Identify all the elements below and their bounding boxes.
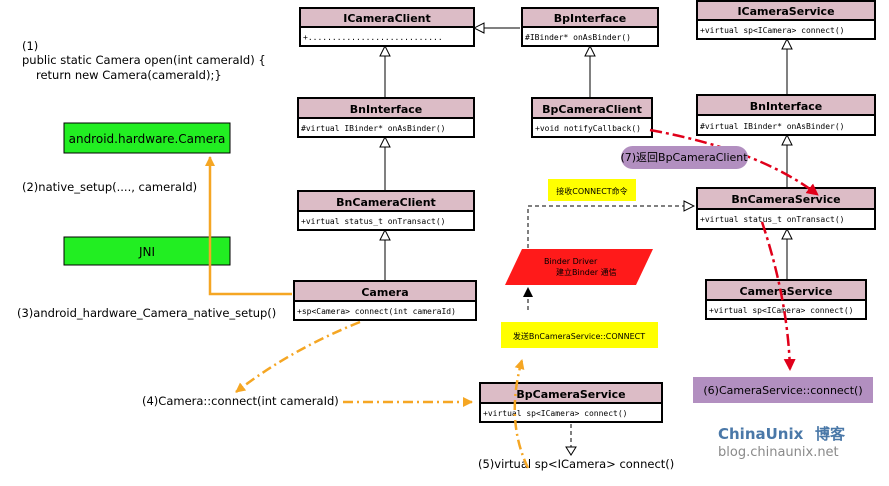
send-connect-note: 发送BnCameraService::CONNECT <box>501 322 658 348</box>
android-hardware-camera-box: android.hardware.Camera <box>63 122 231 154</box>
step1-code-line1: public static Camera open(int cameraId) … <box>22 53 266 67</box>
step6-label: (6)CameraService::connect() <box>703 384 862 397</box>
class-bn-interface-right: BnInterface #virtual IBinder* onAsBinder… <box>696 94 876 136</box>
class-title: BpCameraService <box>516 388 625 401</box>
send-connect-label: 发送BnCameraService::CONNECT <box>513 331 645 341</box>
class-bn-camera-client: BnCameraClient +virtual status_t onTrans… <box>297 190 475 231</box>
class-title: ICameraClient <box>343 12 431 25</box>
class-title: BpInterface <box>554 12 627 25</box>
class-method: +............................ <box>303 33 443 42</box>
recv-connect-note: 接收CONNECT命令 <box>548 179 636 201</box>
step7-note: (7)返回BpCameraClient <box>620 146 748 169</box>
orange-flow <box>205 156 530 469</box>
class-title: CameraService <box>740 285 833 298</box>
step1-number: (1) <box>22 39 38 53</box>
step5-label: (5)virtual sp<ICamera> connect() <box>478 457 674 471</box>
class-method: +virtual status_t onTransact() <box>301 217 446 226</box>
step2-label: (2)native_setup(...., cameraId) <box>22 180 197 194</box>
inheritance-connectors <box>385 28 787 281</box>
class-method: #virtual IBinder* onAsBinder() <box>700 122 845 131</box>
class-title: BnCameraClient <box>336 196 436 209</box>
class-bp-camera-client: BpCameraClient +void notifyCallback() <box>531 97 653 138</box>
recv-connect-label: 接收CONNECT命令 <box>556 186 627 196</box>
class-method: #virtual IBinder* onAsBinder() <box>301 124 446 133</box>
class-method: +void notifyCallback() <box>535 124 641 133</box>
class-title: BnInterface <box>750 100 822 113</box>
class-title: BpCameraClient <box>542 103 642 116</box>
watermark-brand: ChinaUnix <box>718 425 804 443</box>
connect-down-triangle <box>565 446 577 456</box>
class-title: Camera <box>361 286 408 299</box>
class-title: BnInterface <box>350 103 422 116</box>
chinaunix-watermark: ChinaUnix 博客 blog.chinaunix.net <box>718 425 846 460</box>
class-title: ICameraService <box>737 5 834 18</box>
watermark-brand-cn: 博客 <box>815 425 846 443</box>
class-camera-service: CameraService +virtual sp<ICamera> conne… <box>705 279 867 320</box>
class-icamera-client: ICameraClient +.........................… <box>299 7 475 47</box>
binder-driver-line2: 建立Binder 通信 <box>556 267 617 277</box>
step1-code-line2: return new Camera(cameraId);} <box>36 68 222 82</box>
class-method: +sp<Camera> connect(int cameraId) <box>297 307 456 316</box>
class-method: +virtual sp<ICamera> connect() <box>709 306 854 315</box>
binder-driver: Binder Driver 建立Binder 通信 <box>505 249 653 285</box>
step3-label: (3)android_hardware_Camera_native_setup(… <box>17 306 276 320</box>
binder-dashed-flow <box>523 206 694 448</box>
jni-label: JNI <box>138 245 155 259</box>
class-method: +virtual sp<ICamera> connect() <box>483 409 628 418</box>
jni-box: JNI <box>63 236 231 266</box>
class-bp-interface: BpInterface #IBinder* onAsBinder() <box>521 7 659 47</box>
class-bn-camera-service: BnCameraService +virtual status_t onTran… <box>696 187 876 230</box>
class-title: BnCameraService <box>731 193 840 206</box>
camera-to-step4-arrow <box>235 320 361 393</box>
class-bn-interface-left: BnInterface #virtual IBinder* onAsBinder… <box>297 97 475 138</box>
class-method: #IBinder* onAsBinder() <box>525 33 631 42</box>
class-method: +virtual status_t onTransact() <box>700 215 845 224</box>
class-method: +virtual sp<ICamera> connect() <box>700 26 845 35</box>
class-icamera-service: ICameraService +virtual sp<ICamera> conn… <box>696 0 876 40</box>
android-hardware-camera-label: android.hardware.Camera <box>69 132 226 146</box>
class-camera: Camera +sp<Camera> connect(int cameraId) <box>293 280 477 321</box>
step4-label: (4)Camera::connect(int cameraId) <box>142 394 339 408</box>
step7-label: (7)返回BpCameraClient <box>620 151 748 164</box>
jni-to-android-camera-arrow <box>205 156 292 296</box>
watermark-url: blog.chinaunix.net <box>718 445 839 460</box>
binder-driver-line1: Binder Driver <box>544 257 598 266</box>
bncameraservice-to-cameraservice-connect-arrow <box>760 221 796 371</box>
class-bp-camera-service: BpCameraService +virtual sp<ICamera> con… <box>479 382 663 423</box>
binder-to-bncameraservice-arrow <box>527 206 694 248</box>
step6-note: (6)CameraService::connect() <box>693 377 873 403</box>
